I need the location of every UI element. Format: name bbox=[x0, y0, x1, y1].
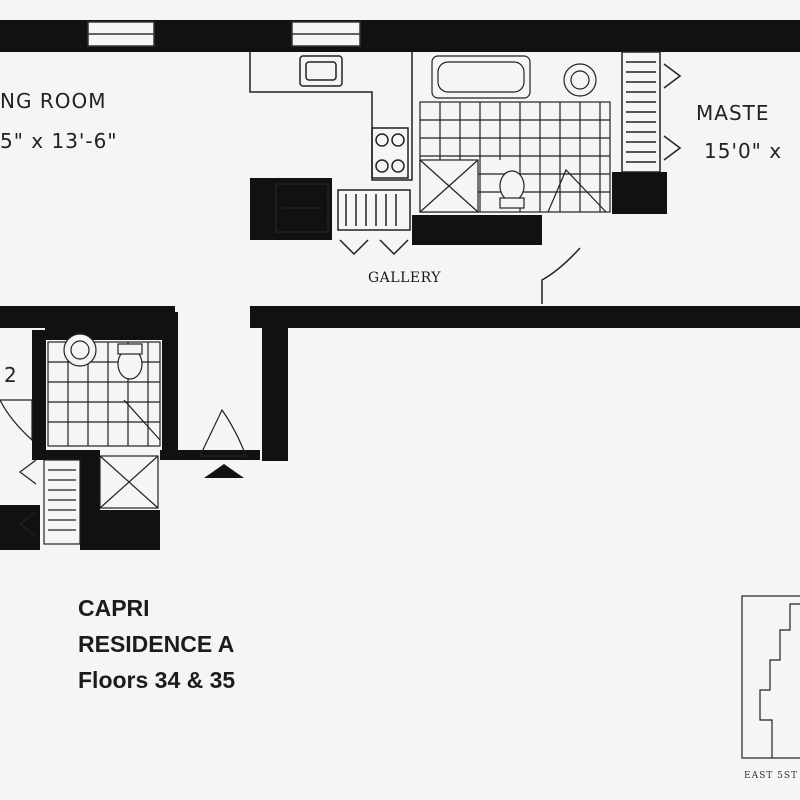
title-block: CAPRI RESIDENCE A Floors 34 & 35 bbox=[78, 590, 235, 698]
wall-shower-base bbox=[160, 450, 260, 460]
wall-kitchen-base bbox=[250, 178, 332, 240]
gallery-door-swing bbox=[541, 247, 581, 304]
living-room-name: NG ROOM bbox=[0, 89, 106, 113]
wall-bath2-right bbox=[162, 312, 178, 452]
wall-closet-left bbox=[32, 450, 82, 460]
kitchen-counter bbox=[249, 52, 413, 181]
stove bbox=[371, 127, 409, 179]
key-plan-frame bbox=[741, 595, 800, 759]
bath-tile-floor bbox=[419, 101, 611, 213]
wall-master-closet bbox=[612, 172, 667, 214]
wall-corridor-right bbox=[262, 306, 288, 461]
bath2-tile-floor bbox=[47, 341, 161, 447]
linen-closet bbox=[337, 189, 411, 231]
bath2-closet bbox=[43, 459, 81, 545]
bathtub bbox=[431, 55, 531, 99]
kitchen-sink bbox=[299, 55, 343, 87]
wall-bath2-left bbox=[32, 330, 46, 450]
key-plan-outline bbox=[759, 603, 800, 758]
toilet-master bbox=[499, 170, 525, 202]
master-closet bbox=[621, 51, 661, 173]
key-plan-street: EAST 5ST bbox=[744, 771, 798, 781]
bath2-sink bbox=[63, 333, 97, 367]
shower-bath2 bbox=[99, 455, 159, 509]
living-room-dims: 5" x 13'-6" bbox=[0, 129, 118, 153]
entry-door-swing bbox=[199, 408, 247, 457]
wall-bath-base bbox=[412, 215, 542, 245]
wall-bath2-top bbox=[45, 312, 175, 340]
residence-name: RESIDENCE A bbox=[78, 631, 235, 657]
bath-sink bbox=[563, 63, 597, 97]
wall-middle bbox=[250, 306, 800, 328]
wall-lower-base bbox=[80, 510, 160, 550]
bedroom2-number: 2 bbox=[4, 363, 18, 387]
master-room-dims: 15'0" x bbox=[704, 139, 782, 163]
floors-label: Floors 34 & 35 bbox=[78, 667, 236, 693]
entry-arrow-icon bbox=[204, 464, 244, 478]
gallery-label: GALLERY bbox=[368, 270, 441, 286]
refrigerator bbox=[275, 183, 329, 233]
wall-lower-left bbox=[0, 505, 40, 550]
building-name: CAPRI bbox=[78, 595, 150, 621]
master-room-name: MASTE bbox=[696, 101, 770, 125]
